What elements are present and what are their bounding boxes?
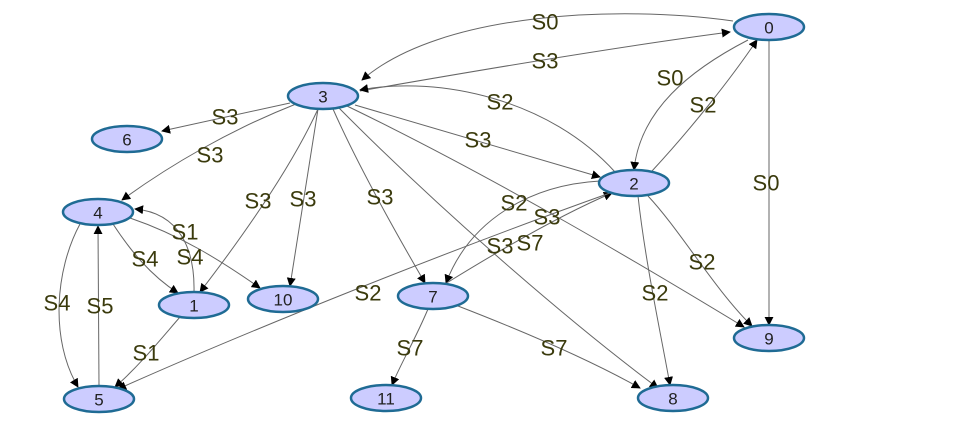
node-ellipse-6	[90, 124, 164, 154]
edge-4-to-1	[112, 223, 179, 294]
edge-label-2-to-5: S2	[355, 281, 382, 306]
edge-label-7-to-2: S7	[517, 231, 544, 256]
edge-label-3-to-8: S3	[487, 234, 514, 259]
edge-2-to-0	[651, 39, 758, 172]
node-label-2: 2	[629, 175, 638, 194]
edge-label-7-to-8: S7	[541, 336, 568, 361]
edge-3-to-8	[338, 107, 659, 389]
node-ellipse-3	[286, 81, 360, 111]
edge-7-to-8	[457, 305, 641, 389]
edge-label-3-to-9: S3	[534, 205, 561, 230]
node-ellipse-5	[62, 384, 136, 414]
node-ellipse-0	[732, 12, 806, 42]
node-4: 4	[61, 197, 135, 227]
edge-0-to-3	[361, 13, 734, 81]
node-ellipse-1	[157, 290, 231, 320]
node-8: 8	[636, 383, 710, 413]
edge-3-to-1	[199, 108, 319, 293]
edge-label-3-to-10: S3	[290, 187, 317, 212]
edge-label-4-to-1: S4	[132, 247, 159, 272]
edge-3-to-0	[359, 28, 731, 92]
node-7: 7	[396, 281, 470, 311]
edge-label-2-to-9: S2	[689, 250, 716, 275]
node-ellipse-8	[636, 383, 710, 413]
node-label-6: 6	[122, 131, 131, 150]
node-1: 1	[157, 290, 231, 320]
edge-label-5-to-4: S5	[87, 294, 114, 319]
edge-5-to-4	[93, 225, 103, 387]
node-ellipse-2	[597, 168, 671, 198]
node-label-10: 10	[274, 291, 293, 310]
edge-1-to-4	[134, 205, 195, 293]
node-2: 2	[597, 168, 671, 198]
node-ellipse-4	[61, 197, 135, 227]
edge-label-4-to-5: S4	[44, 291, 71, 316]
edge-label-2-to-7: S2	[501, 191, 528, 216]
node-label-1: 1	[189, 297, 198, 316]
edges-layer	[58, 13, 774, 390]
node-10: 10	[246, 284, 320, 314]
node-11: 11	[349, 383, 423, 413]
node-0: 0	[732, 12, 806, 42]
node-9: 9	[732, 323, 806, 353]
node-label-3: 3	[318, 88, 327, 107]
edge-7-to-11	[390, 308, 429, 386]
node-label-5: 5	[94, 391, 103, 410]
node-3: 3	[286, 81, 360, 111]
edge-2-to-8	[637, 195, 673, 386]
edge-label-1-to-5: S1	[133, 341, 160, 366]
edge-3-to-9	[346, 105, 745, 328]
node-ellipse-9	[732, 323, 806, 353]
node-label-9: 9	[764, 330, 773, 349]
edge-2-to-9	[647, 195, 753, 327]
edge-label-2-to-8: S2	[642, 281, 669, 306]
edge-label-3-to-7: S3	[367, 185, 394, 210]
edge-7-to-2	[444, 192, 613, 285]
edge-label-3-to-2: S3	[465, 128, 492, 153]
edge-3-to-2	[354, 104, 601, 180]
node-label-0: 0	[764, 19, 773, 38]
edge-label-4-to-10: S4	[177, 245, 204, 270]
node-label-11: 11	[377, 390, 395, 409]
edge-label-3-to-0: S3	[532, 49, 559, 74]
edge-4-to-5	[58, 223, 81, 388]
edge-label-0-to-2: S0	[657, 66, 684, 91]
edge-label-0-to-9: S0	[753, 171, 780, 196]
edge-0-to-2	[630, 39, 749, 171]
edge-label-2-to-3: S2	[487, 90, 514, 115]
edge-label-3-to-1: S3	[245, 189, 272, 214]
edge-label-3-to-6: S3	[212, 105, 239, 130]
edge-2-to-5	[117, 192, 611, 390]
edge-2-to-3	[359, 84, 616, 173]
edge-label-1-to-4: S1	[172, 220, 199, 245]
edge-label-3-to-4: S3	[197, 143, 224, 168]
edge-2-to-7	[444, 180, 601, 284]
edge-3-to-6	[161, 102, 291, 134]
node-5: 5	[62, 384, 136, 414]
node-ellipse-7	[396, 281, 470, 311]
edge-label-7-to-11: S7	[397, 336, 424, 361]
node-6: 6	[90, 124, 164, 154]
edge-4-to-10	[129, 217, 261, 289]
edge-3-to-4	[121, 103, 297, 201]
edge-label-2-to-0: S2	[690, 93, 717, 118]
node-label-4: 4	[93, 204, 102, 223]
node-ellipse-10	[246, 284, 320, 314]
nodes-layer: 0 1 2 3 4 5 6 7 8 9 10 11	[61, 12, 806, 414]
edge-label-0-to-3: S0	[532, 10, 559, 35]
edge-3-to-10	[286, 108, 319, 287]
edge-1-to-5	[114, 316, 181, 388]
node-ellipse-11	[349, 383, 423, 413]
node-label-8: 8	[668, 390, 677, 409]
node-label-7: 7	[428, 288, 437, 307]
